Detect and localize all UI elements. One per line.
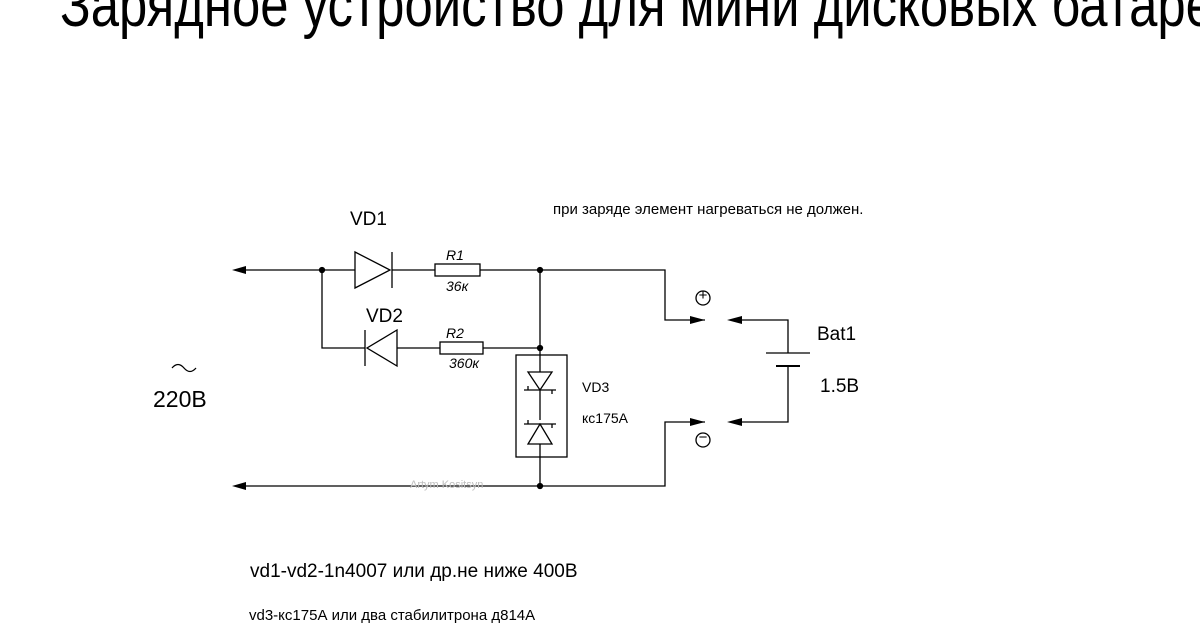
label-vd2: VD2 xyxy=(366,306,403,327)
minus-symbol xyxy=(695,432,711,448)
watermark: Artym Kositsyn xyxy=(410,479,484,491)
wire-top xyxy=(240,269,705,321)
charging-note: при заряде элемент нагреваться не должен… xyxy=(553,201,864,218)
stabilitron-vd3 xyxy=(515,354,568,458)
diagram-title: Зарядное устройство для мини дисковых ба… xyxy=(60,0,1200,40)
plus-symbol xyxy=(695,290,711,306)
label-bat-name: Bat1 xyxy=(817,324,857,345)
label-r1-value: 36к xyxy=(446,278,469,294)
label-r2-value: 360к xyxy=(449,355,479,371)
mains-voltage-label: 220В xyxy=(153,386,207,412)
battery-bat1 xyxy=(766,352,810,367)
wire-battery xyxy=(733,319,789,423)
label-vd3-type: кс175А xyxy=(582,410,628,426)
footnote-diodes: vd1-vd2-1n4007 или др.не ниже 400В xyxy=(250,561,578,582)
resistor-r1 xyxy=(434,263,481,277)
label-r2-name: R2 xyxy=(446,325,464,341)
zener-lower xyxy=(524,420,556,455)
diode-vd1 xyxy=(354,250,393,290)
ac-symbol xyxy=(171,363,197,373)
resistor-r2 xyxy=(439,341,484,355)
label-vd1: VD1 xyxy=(350,209,387,230)
zener-upper xyxy=(524,360,556,420)
plus-sign: + xyxy=(698,287,708,304)
diode-vd2 xyxy=(364,328,398,368)
label-bat-voltage: 1.5В xyxy=(820,376,860,397)
junction-1 xyxy=(318,266,326,274)
wire-bottom xyxy=(240,421,705,487)
arrow-left-bottom xyxy=(232,482,246,490)
terminal-arrow-plus-in xyxy=(690,316,705,324)
label-r1-name: R1 xyxy=(446,247,464,263)
terminal-arrow-minus-in xyxy=(690,418,705,426)
wire-vd2-branch xyxy=(321,270,540,349)
terminal-arrow-minus-bat xyxy=(727,418,742,426)
terminal-arrow-plus-bat xyxy=(727,316,742,324)
label-vd3-name: VD3 xyxy=(582,379,610,395)
footnote-stabilitron: vd3-кс175А или два стабилитрона д814А xyxy=(249,607,536,624)
minus-sign: − xyxy=(698,429,708,446)
arrow-left-top xyxy=(232,266,246,274)
